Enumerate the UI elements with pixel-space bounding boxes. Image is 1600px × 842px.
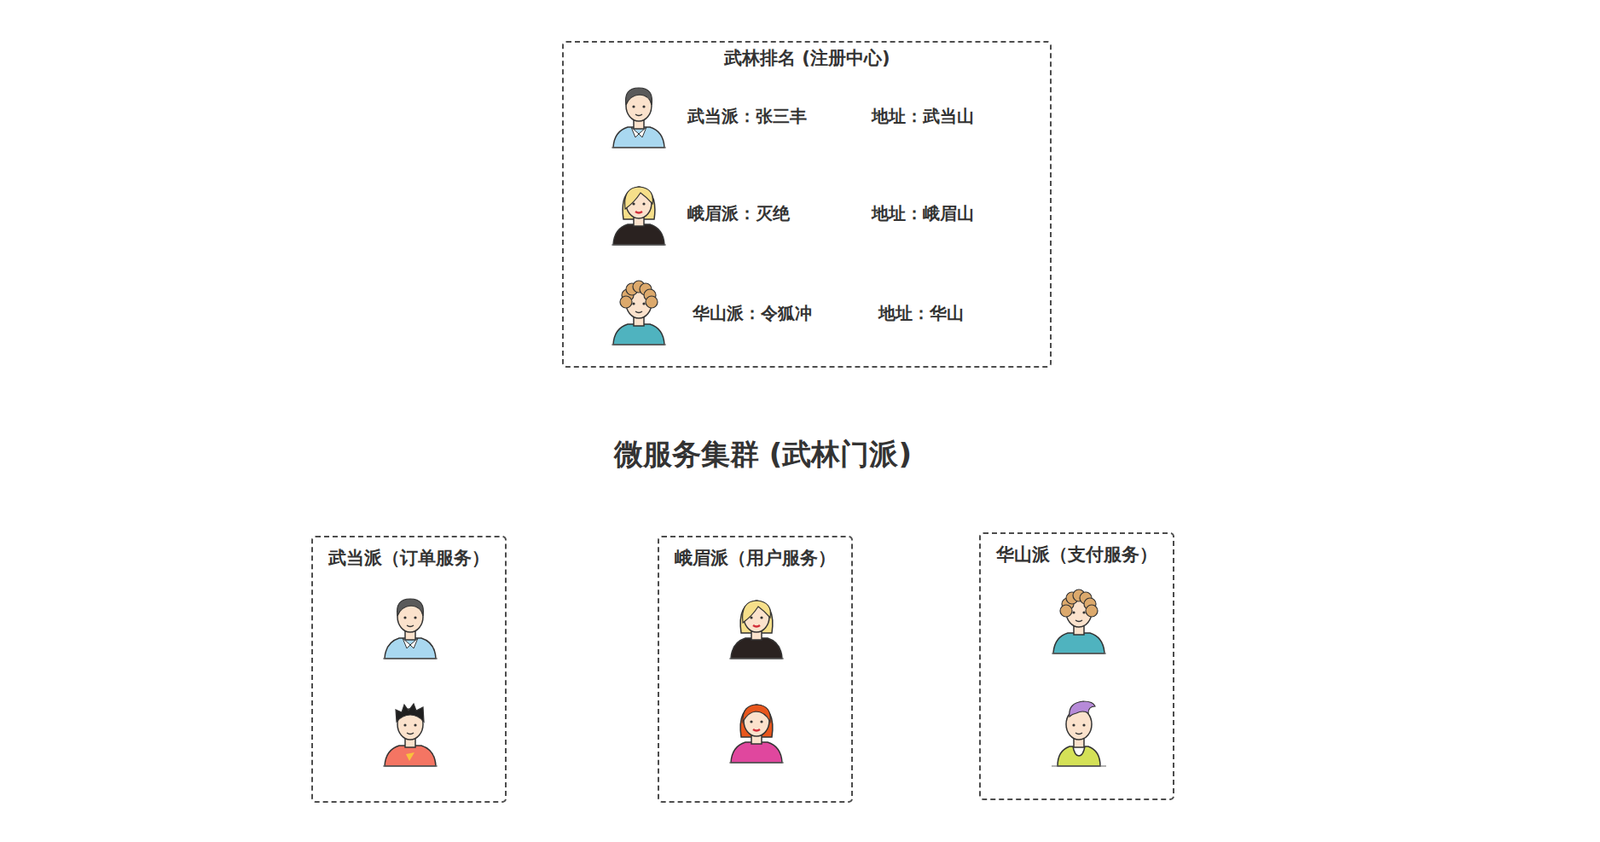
shirt [1053,632,1105,654]
registry-box: 武林排名 (注册中心) 武当派：张三丰 地址：武当山峨眉派：灭绝 地址：峨眉山华山派：… [562,40,1052,368]
sect-leader: 华山派：令狐冲 [692,302,812,324]
sect-leader: 峨眉派：灭绝 [687,202,790,224]
ground-line [611,146,667,148]
eye [749,615,753,619]
shirt [730,637,783,659]
shirt [384,745,436,766]
person-avatar [729,704,784,763]
ground-line [382,765,438,766]
hair [645,295,658,308]
ground-line [729,657,784,659]
hair [742,704,771,722]
mouth [635,114,643,116]
mouth [406,625,414,627]
person-avatar [1051,701,1107,766]
eye [1082,723,1085,726]
hair [1085,604,1098,617]
mouth [753,625,760,627]
address-text: 地址：华山 [878,302,964,324]
eye [759,719,763,723]
address-text: 地址：峨眉山 [871,202,974,224]
service-group-box: 峨眉派（用户服务） [657,535,853,803]
hair [740,704,773,737]
person-avatar [729,600,784,659]
person-avatar [382,703,438,766]
eye [642,301,645,305]
box-heading: 华山派（支付服务） [996,544,1158,566]
eye [642,202,645,205]
box-heading: 武林排名 (注册中心) [724,47,891,70]
eye [403,723,406,726]
hair [740,600,773,633]
eye [1072,610,1075,614]
box-heading: 峨眉派（用户服务） [674,547,836,569]
hair [622,186,656,220]
mouth [635,311,643,314]
eye [1082,610,1085,614]
mouth [1075,620,1083,622]
sect-leader: 武当派：张三丰 [687,105,807,127]
eye [1072,723,1075,726]
shirt [613,224,665,245]
ground-line [382,657,438,659]
mouth [635,211,643,214]
address-text: 地址：武当山 [871,105,974,127]
shirt [730,742,783,763]
ground-line [611,243,667,245]
ground-line [611,343,667,345]
shirt-logo [405,752,415,761]
eye [759,615,763,619]
collar [638,127,647,138]
hair [395,703,424,722]
cluster-heading: 微服务集群 (武林门派) [614,436,912,472]
hair [1060,604,1073,617]
eye [631,301,635,305]
eye [413,723,417,726]
hair [1069,701,1096,717]
eye [403,615,406,619]
service-group-box: 华山派（支付服务） [979,532,1175,800]
shirt [613,324,665,345]
service-group-box: 武当派（订单服务） [311,535,507,803]
collar [402,637,411,649]
box-heading: 武当派（订单服务） [328,547,490,569]
mouth [753,729,760,731]
mouth [406,732,414,735]
collar [631,127,639,138]
ground-line [1051,652,1107,654]
ground-line [729,761,784,763]
shirt [1057,746,1101,766]
shirt [384,637,436,659]
person-avatar [1051,589,1107,654]
hair [397,598,424,616]
eye [749,719,753,723]
hair [625,186,654,209]
hair [620,295,632,308]
mouth [1075,732,1083,735]
eye [642,104,645,108]
person-avatar [611,87,667,148]
person-avatar [611,280,667,345]
shirt [613,127,665,148]
eye [413,615,417,619]
person-avatar [611,186,667,245]
person-avatar [382,598,438,659]
eye [631,104,635,108]
hair [626,87,653,105]
collar [410,637,418,649]
eye [631,202,635,205]
ground-line [1051,765,1107,766]
hair [742,600,772,623]
